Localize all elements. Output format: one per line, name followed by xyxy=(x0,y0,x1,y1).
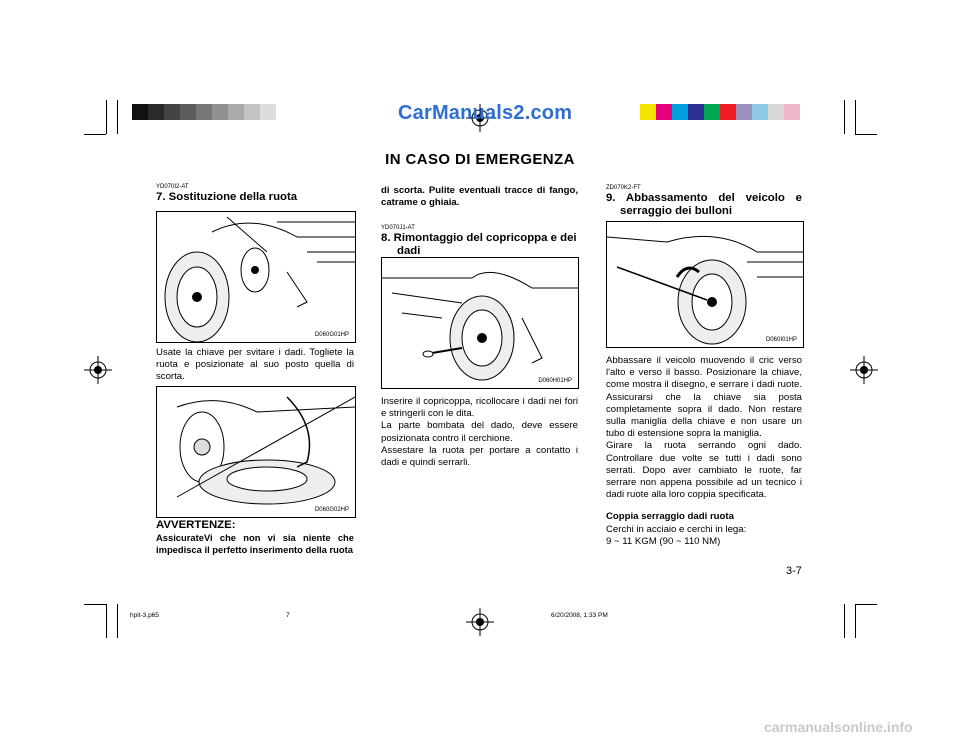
color-swatch xyxy=(640,104,656,120)
color-swatch xyxy=(196,104,212,120)
column-3-text: Abbassare il veicolo muovendo il cric ve… xyxy=(606,355,802,548)
wheel-removal-illustration-icon xyxy=(164,216,355,342)
section-title: 9. Abbassamento del veicolo e xyxy=(606,192,802,204)
registration-mark-icon xyxy=(466,104,494,132)
figure-wheel-removal: D060G01HP xyxy=(156,211,356,343)
grayscale-bar xyxy=(132,104,276,120)
crop-mark xyxy=(84,134,106,135)
color-swatch xyxy=(688,104,704,120)
color-swatch xyxy=(212,104,228,120)
paragraph: Inserire il copricoppa, ricollocare i da… xyxy=(381,396,578,420)
paragraph: La parte bombata del dado, deve essere p… xyxy=(381,420,578,444)
color-swatch xyxy=(752,104,768,120)
crop-mark xyxy=(844,604,845,638)
watermark-bottom: carmanualsonline.info xyxy=(764,719,913,735)
figure-label: D060G02HP xyxy=(314,507,349,513)
crop-mark xyxy=(855,100,856,134)
color-swatch xyxy=(244,104,260,120)
color-swatch xyxy=(736,104,752,120)
section-title-cont: serraggio dei bulloni xyxy=(620,204,733,217)
spare-wheel-illustration-icon xyxy=(176,396,355,505)
figure-spare-wheel: D060G02HP xyxy=(156,386,356,518)
figure-lowering-vehicle: D060I01HP xyxy=(606,221,804,348)
crop-mark xyxy=(117,100,118,134)
page-header: IN CASO DI EMERGENZA xyxy=(385,151,575,168)
crop-mark xyxy=(117,604,118,638)
paragraph: Usate la chiave per svitare i dadi. Togl… xyxy=(156,347,354,383)
color-swatch xyxy=(228,104,244,120)
crop-mark xyxy=(106,100,107,134)
crop-mark xyxy=(855,604,877,605)
footer-datetime: 6/20/2008, 1:33 PM xyxy=(551,612,608,619)
color-swatch xyxy=(656,104,672,120)
column-2-text: Inserire il copricoppa, ricollocare i da… xyxy=(381,396,578,469)
warning-title: AVVERTENZE: xyxy=(156,519,236,531)
registration-mark-icon xyxy=(466,608,494,636)
figure-label: D060G01HP xyxy=(314,332,349,338)
figure-label: D060I01HP xyxy=(765,337,797,343)
color-swatch xyxy=(260,104,276,120)
section-code: YD070I2-AT xyxy=(156,184,189,190)
registration-mark-icon xyxy=(84,356,112,384)
registration-mark-icon xyxy=(850,356,878,384)
crop-mark xyxy=(106,604,107,638)
crop-mark xyxy=(855,134,877,135)
color-swatch xyxy=(784,104,800,120)
section-title-cont: dadi xyxy=(397,244,421,257)
crop-mark xyxy=(84,604,106,605)
paragraph: Assestare la ruota per portare a contatt… xyxy=(381,444,578,469)
crop-mark xyxy=(855,604,856,638)
torque-line: 9 ~ 11 KGM (90 ~ 110 NM) xyxy=(606,535,721,547)
column-2-heading: YD070J1-AT 8. Rimontaggio del copricoppa… xyxy=(381,224,578,257)
section-title: 8. Rimontaggio del copricoppa e dei xyxy=(381,232,577,244)
figure-hubcap-refit: D060H01HP xyxy=(381,257,579,389)
paragraph: Abbassare il veicolo muovendo il cric ve… xyxy=(606,355,802,440)
color-swatch xyxy=(672,104,688,120)
column-3-heading: ZD070K2-FT 9. Abbassamento del veicolo e… xyxy=(606,184,802,217)
paragraph: Girare la ruota serrando ogni dado. Cont… xyxy=(606,440,802,501)
footer-page: 7 xyxy=(286,612,290,619)
warning-block: AVVERTENZE: AssicurateVi che non vi sia … xyxy=(156,519,354,556)
figure-label: D060H01HP xyxy=(538,378,572,384)
continued-text: di scorta. Pulite eventuali tracce di fa… xyxy=(381,185,578,209)
color-swatch xyxy=(164,104,180,120)
warning-text: AssicurateVi che non vi sia niente che i… xyxy=(156,531,354,555)
color-swatch xyxy=(132,104,148,120)
color-swatch xyxy=(768,104,784,120)
hubcap-illustration-icon xyxy=(382,271,578,381)
watermark-top: CarManuals2.com xyxy=(398,102,573,124)
color-swatch xyxy=(720,104,736,120)
lowering-vehicle-illustration-icon xyxy=(607,235,803,345)
crop-mark xyxy=(844,100,845,134)
color-swatch xyxy=(704,104,720,120)
column-1: YD070I2-AT 7. Sostituzione della ruota xyxy=(156,183,352,204)
page-number: 3-7 xyxy=(786,565,802,577)
section-code: YD070J1-AT xyxy=(381,225,415,231)
color-bar xyxy=(640,104,800,120)
section-code: ZD070K2-FT xyxy=(606,185,641,191)
footer-file: hpit-3.p65 xyxy=(130,612,159,619)
color-swatch xyxy=(180,104,196,120)
torque-line: Cerchi in acciaio e cerchi in lega: xyxy=(606,523,747,535)
torque-title: Coppia serraggio dadi ruota xyxy=(606,511,734,523)
section-title: 7. Sostituzione della ruota xyxy=(156,191,298,203)
color-swatch xyxy=(148,104,164,120)
